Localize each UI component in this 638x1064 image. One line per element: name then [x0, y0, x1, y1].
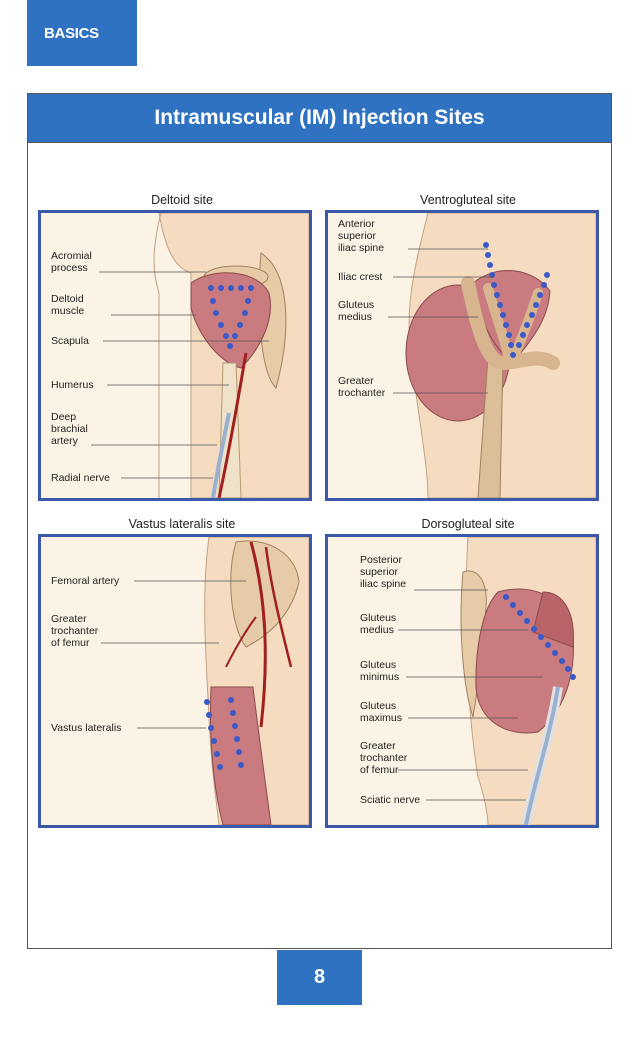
vastus-title: Vastus lateralis site: [128, 517, 236, 531]
vastus-illustration: [101, 537, 309, 825]
dorsogluteal-diagram: Posterior superior iliac spine Gluteus m…: [325, 534, 599, 828]
label-femoral-artery: Femoral artery: [51, 575, 120, 587]
ventrogluteal-title: Ventrogluteal site: [420, 193, 516, 207]
dorsogluteal-title: Dorsogluteal site: [421, 517, 515, 531]
deltoid-title: Deltoid site: [151, 193, 213, 207]
label-deep-brachial-artery: Deep brachial artery: [51, 411, 88, 447]
dorsogluteal-illustration: [398, 537, 596, 825]
label-anterior-superior-iliac-spine: Anterior superior iliac spine: [338, 218, 385, 254]
page-number: 8: [277, 950, 362, 1005]
deltoid-diagram: Acromial process Deltoid muscle Scapula …: [38, 210, 312, 501]
label-deltoid-muscle: Deltoid muscle: [51, 293, 85, 317]
deltoid-illustration: [91, 213, 309, 498]
label-acromial-process: Acromial process: [51, 250, 92, 274]
panel-title: Intramuscular (IM) Injection Sites: [28, 94, 611, 143]
label-greater-trochanter: Greater trochanter: [338, 375, 386, 399]
vastus-diagram: Femoral artery Greater trochanter of fem…: [38, 534, 312, 828]
label-radial-nerve: Radial nerve: [51, 472, 110, 484]
label-sciatic-nerve: Sciatic nerve: [360, 794, 421, 806]
ventrogluteal-illustration: [388, 213, 596, 498]
label-greater-trochanter-of-femur: Greater trochanter of femur: [51, 613, 99, 649]
content-panel: Intramuscular (IM) Injection Sites Delto…: [27, 93, 612, 949]
label-dorsogluteal-gluteus-medius: Gluteus medius: [360, 612, 397, 636]
label-scapula: Scapula: [51, 335, 89, 347]
label-posterior-superior-iliac-spine: Posterior superior iliac spine: [360, 554, 407, 590]
label-gluteus-minimus: Gluteus minimus: [360, 659, 400, 683]
label-iliac-crest: Iliac crest: [338, 271, 383, 283]
section-tab: BASICS: [27, 0, 137, 66]
ventrogluteal-diagram: Anterior superior iliac spine Iliac cres…: [325, 210, 599, 501]
label-gluteus-medius: Gluteus medius: [338, 299, 375, 323]
label-gluteus-maximus: Gluteus maximus: [360, 700, 403, 724]
label-dorsogluteal-greater-trochanter-of-femur: Greater trochanter of femur: [360, 740, 408, 776]
label-vastus-lateralis: Vastus lateralis: [51, 722, 122, 734]
label-humerus: Humerus: [51, 379, 94, 391]
